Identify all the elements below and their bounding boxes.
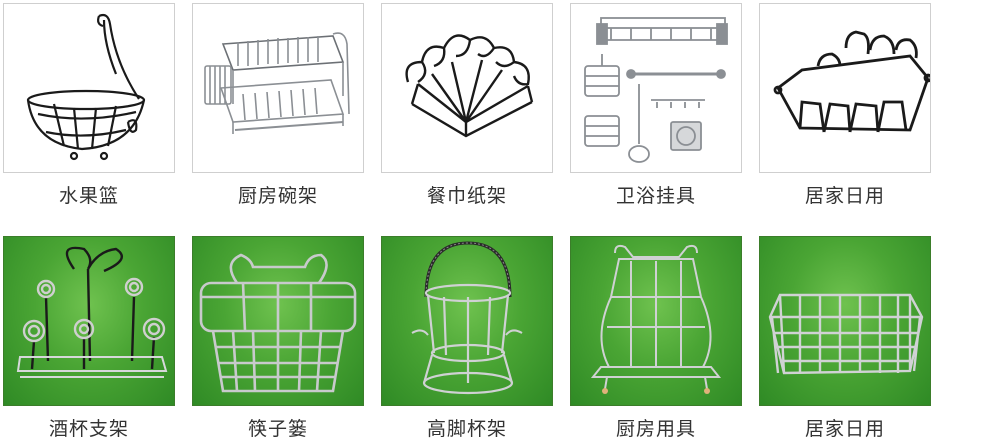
- product-image[interactable]: [3, 3, 175, 173]
- wire-basket-icon: [773, 30, 930, 133]
- product-name[interactable]: 餐巾纸架: [426, 185, 507, 207]
- product-image[interactable]: [570, 236, 742, 406]
- product-name[interactable]: 水果篮: [58, 185, 119, 207]
- product-name[interactable]: 高脚杯架: [426, 418, 507, 440]
- dish-rack-icon: [204, 32, 350, 134]
- product-image[interactable]: [759, 3, 931, 173]
- bathroom-fittings-icon: [584, 17, 728, 163]
- product-image[interactable]: [192, 236, 364, 406]
- product-name[interactable]: 卫浴挂具: [615, 185, 696, 207]
- goblet-rack-icon: [411, 241, 523, 395]
- product-image[interactable]: [192, 3, 364, 173]
- product-name[interactable]: 厨房碗架: [237, 185, 318, 207]
- fruit-basket-icon: [26, 13, 146, 161]
- product-image[interactable]: [381, 3, 553, 173]
- product-name[interactable]: 居家日用: [804, 185, 885, 207]
- product-name[interactable]: 筷子篓: [247, 418, 308, 440]
- chopstick-basket-icon: [199, 253, 357, 393]
- product-image[interactable]: [570, 3, 742, 173]
- product-name[interactable]: 厨房用具: [615, 418, 696, 440]
- wire-tray-icon: [768, 293, 924, 375]
- product-image[interactable]: [3, 236, 175, 406]
- product-name[interactable]: 酒杯支架: [48, 418, 129, 440]
- product-image[interactable]: [381, 236, 553, 406]
- napkin-holder-icon: [405, 34, 534, 138]
- product-name[interactable]: 居家日用: [804, 418, 885, 440]
- kitchen-rack-icon: [590, 244, 722, 394]
- product-image[interactable]: [759, 236, 931, 406]
- wine-glass-holder-icon: [16, 246, 168, 378]
